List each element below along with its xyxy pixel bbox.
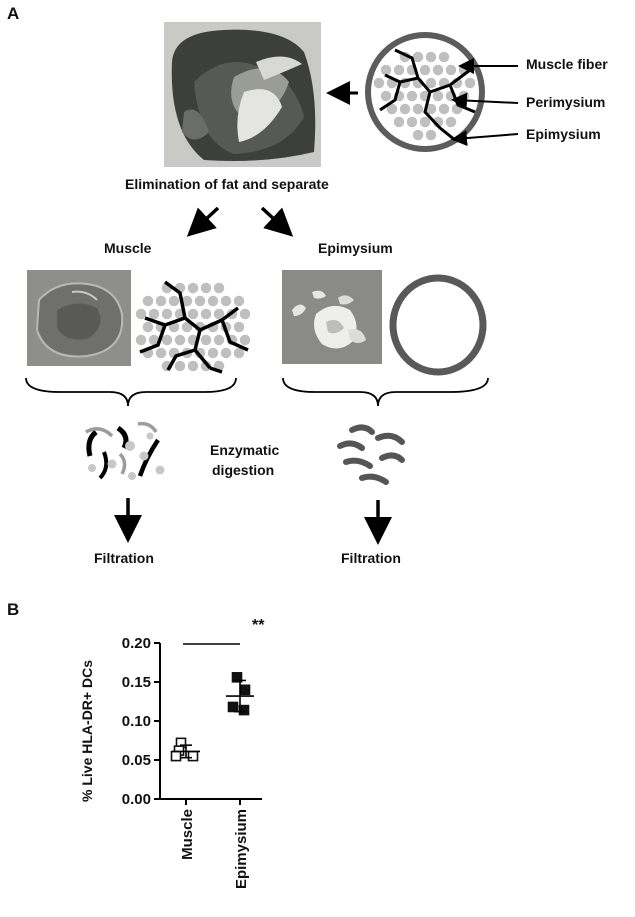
y-axis-label: % Live HLA-DR+ DCs xyxy=(79,660,95,802)
y-tick-label: 0.20 xyxy=(122,635,151,652)
fiber-circle xyxy=(372,76,386,90)
fiber-circle xyxy=(232,294,246,308)
fiber-circle xyxy=(379,89,393,103)
fiber-circle xyxy=(232,320,246,334)
fiber-circle xyxy=(199,359,213,373)
digested-muscle-fragments xyxy=(85,421,165,480)
fiber-circle xyxy=(219,346,233,360)
data-point xyxy=(227,701,239,713)
fiber-circle xyxy=(392,115,406,129)
fiber-circle xyxy=(193,294,207,308)
muscle-cross-section-diagram xyxy=(365,32,485,152)
y-tick-label: 0.10 xyxy=(122,713,151,730)
fiber-circle xyxy=(212,281,226,295)
fiber-circle xyxy=(418,63,432,77)
enzymatic-label: Enzymatic xyxy=(210,442,280,458)
fiber-circle xyxy=(134,333,148,347)
fiber-circle xyxy=(424,76,438,90)
fiber-circle xyxy=(199,333,213,347)
epimysium-top-label: Epimysium xyxy=(526,126,601,142)
fiber-circle xyxy=(141,320,155,334)
fiber-circle xyxy=(411,102,425,116)
fiber-circle xyxy=(437,50,451,64)
fiber-circle xyxy=(405,89,419,103)
arrow-to-muscle xyxy=(186,206,220,237)
elimination-label: Elimination of fat and separate xyxy=(125,176,329,192)
data-point xyxy=(238,704,250,716)
fiber-circle xyxy=(206,294,220,308)
perimysium-pointer xyxy=(451,92,519,109)
fiber-circle xyxy=(186,359,200,373)
fiber-circle xyxy=(405,115,419,129)
raw-tissue-photo xyxy=(164,22,321,167)
y-tick-label: 0.15 xyxy=(122,674,151,691)
fiber-circle xyxy=(173,359,187,373)
fiber-circle xyxy=(173,333,187,347)
fiber-circle xyxy=(411,128,425,142)
fiber-circle xyxy=(444,63,458,77)
digested-epimysium-fragments xyxy=(337,424,405,485)
panel-a-letter: A xyxy=(7,4,20,23)
panel-b-letter: B xyxy=(7,600,20,619)
fiber-circle xyxy=(206,346,220,360)
fiber-circle xyxy=(186,281,200,295)
fiber-circle xyxy=(186,307,200,321)
fiber-circle xyxy=(424,50,438,64)
fiber-circle xyxy=(141,294,155,308)
fiber-circle xyxy=(437,102,451,116)
fiber-circle xyxy=(431,63,445,77)
fiber-circle xyxy=(398,102,412,116)
digestion-label: digestion xyxy=(212,462,275,478)
muscle-fiber-label: Muscle fiber xyxy=(526,56,608,72)
muscle-fascicles-diagram xyxy=(134,280,252,374)
y-tick-label: 0.05 xyxy=(122,752,151,769)
epimysium-brace xyxy=(282,377,489,407)
data-point xyxy=(239,684,251,696)
muscle-label: Muscle xyxy=(104,240,152,256)
y-tick-label: 0.00 xyxy=(122,791,151,808)
fiber-circle xyxy=(238,333,252,347)
fiber-circle xyxy=(212,333,226,347)
perimysium-label: Perimysium xyxy=(526,94,606,110)
epimysium-photo xyxy=(282,270,382,364)
fiber-circle xyxy=(392,63,406,77)
significance-label: ** xyxy=(252,617,265,634)
x-category-label: Epimysium xyxy=(233,809,250,889)
filtration-left-label: Filtration xyxy=(94,550,154,566)
fiber-circle xyxy=(219,294,233,308)
muscle-photo xyxy=(27,270,131,366)
fiber-circle xyxy=(463,76,477,90)
fiber-circle xyxy=(424,128,438,142)
fiber-circle xyxy=(444,115,458,129)
data-point xyxy=(170,750,182,762)
fiber-circle xyxy=(154,294,168,308)
epimysium-pointer xyxy=(451,130,519,147)
fiber-circle xyxy=(238,307,252,321)
data-point xyxy=(231,672,243,683)
epimysium-ring-diagram xyxy=(389,274,487,376)
fiber-circle xyxy=(160,307,174,321)
epimysium-label: Epimysium xyxy=(318,240,393,256)
fiber-circle xyxy=(199,281,213,295)
filtration-right-label: Filtration xyxy=(341,550,401,566)
arrow-to-epimysium xyxy=(260,206,294,237)
data-point xyxy=(187,750,199,762)
fiber-circle xyxy=(134,307,148,321)
muscle-brace xyxy=(25,377,237,407)
fiber-circle xyxy=(418,115,432,129)
x-category-label: Muscle xyxy=(179,809,196,860)
fiber-circle xyxy=(199,307,213,321)
panel-a-schematic xyxy=(25,32,519,545)
fiber-circle xyxy=(154,346,168,360)
